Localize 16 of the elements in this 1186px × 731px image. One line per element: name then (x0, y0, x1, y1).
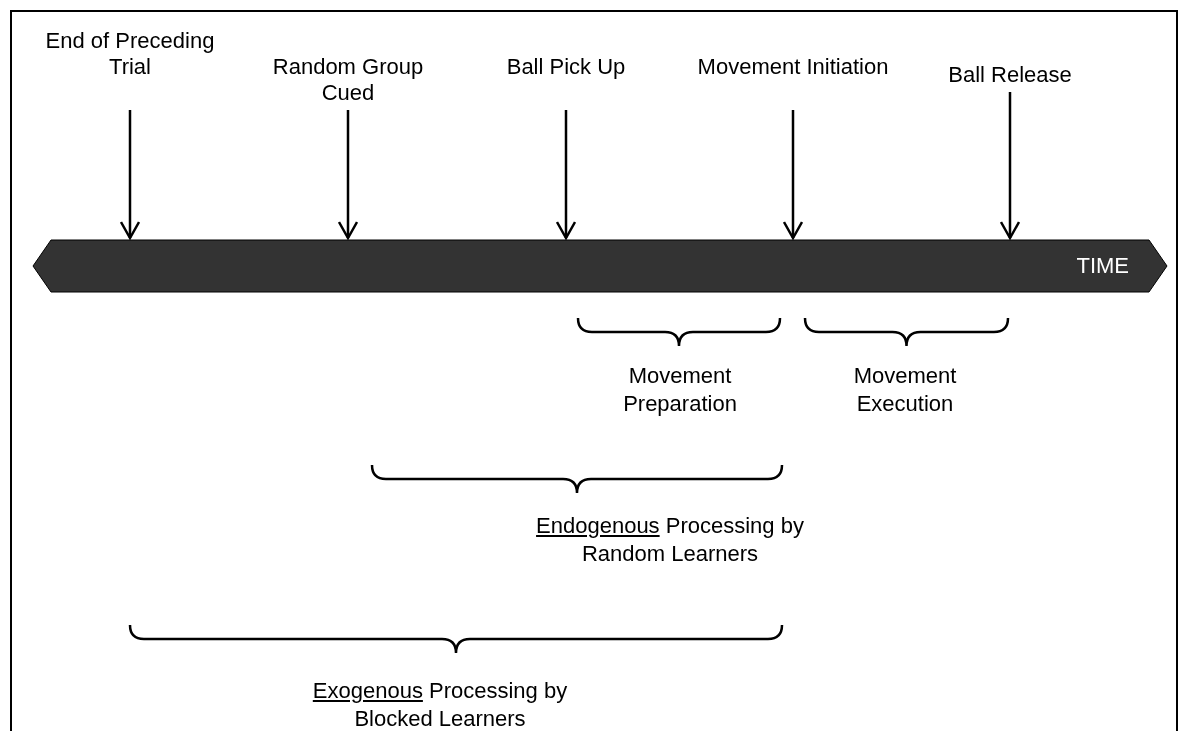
event-label: End of Preceding Trial (30, 28, 230, 80)
arrow (119, 110, 141, 240)
bracket-label: Endogenous Processing by Random Learners (535, 512, 805, 568)
event-label: Ball Pick Up (466, 54, 666, 80)
arrow (999, 92, 1021, 240)
bracket-label: Movement Execution (852, 362, 958, 418)
event-label: Random Group Cued (248, 54, 448, 106)
arrow (337, 110, 359, 240)
time-label: TIME (1076, 253, 1129, 279)
arrow (555, 110, 577, 240)
event-label: Movement Initiation (693, 54, 893, 80)
bracket-label: Movement Preparation (622, 362, 738, 418)
bracket-label: Exogenous Processing by Blocked Learners (311, 677, 569, 731)
event-label: Ball Release (910, 62, 1110, 88)
arrow (782, 110, 804, 240)
timeline-band (33, 240, 1167, 292)
